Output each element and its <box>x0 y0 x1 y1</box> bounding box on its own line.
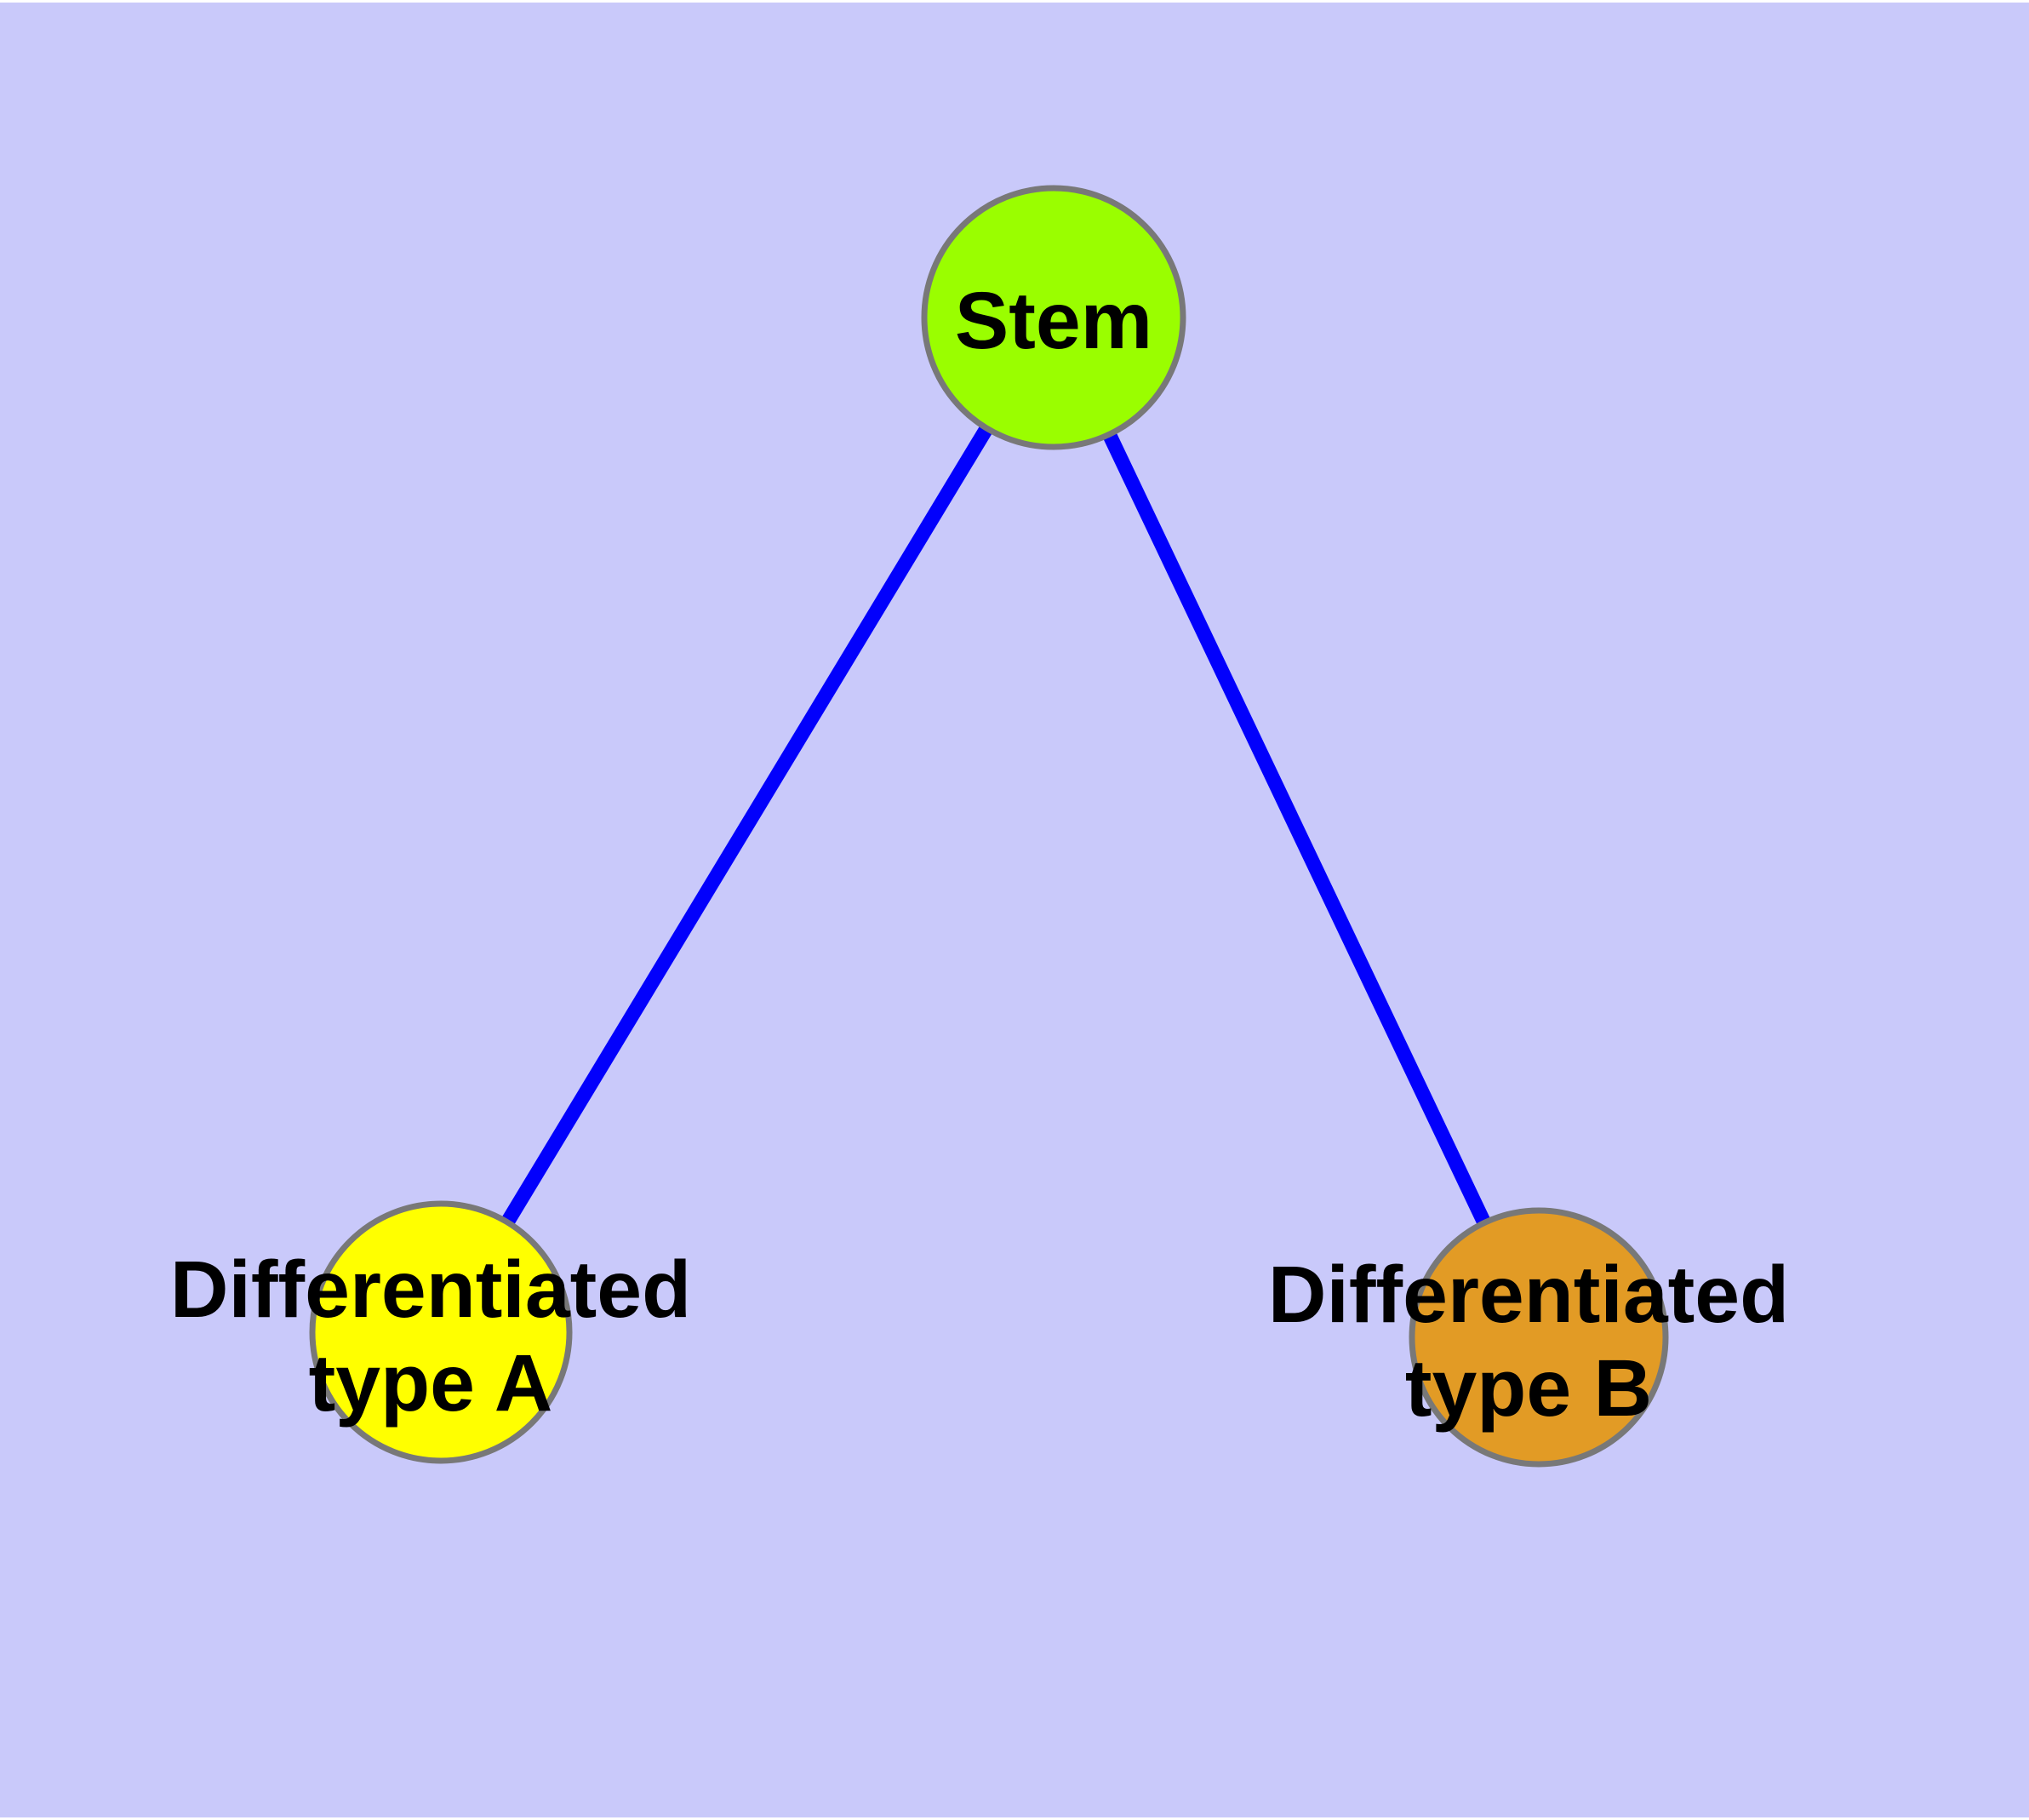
label-layer: Stem Differentiated type A Differentiate… <box>170 276 1789 1434</box>
edge-stem-to-type-b <box>1047 314 1546 1341</box>
node-label-type-a-line2: type A <box>309 1338 553 1428</box>
node-label-stem: Stem <box>955 276 1152 366</box>
node-differentiated-type-a <box>309 1200 573 1464</box>
node-layer <box>309 185 1669 1468</box>
node-differentiated-type-b <box>1409 1207 1669 1468</box>
node-label-type-b-line1: Differentiated <box>1268 1250 1789 1340</box>
node-label-type-a-line1: Differentiated <box>170 1245 691 1335</box>
node-stem <box>921 185 1186 450</box>
edge-stem-to-type-a <box>434 313 1060 1336</box>
node-label-type-b-line2: type B <box>1405 1343 1652 1434</box>
edge-layer <box>434 313 1546 1341</box>
